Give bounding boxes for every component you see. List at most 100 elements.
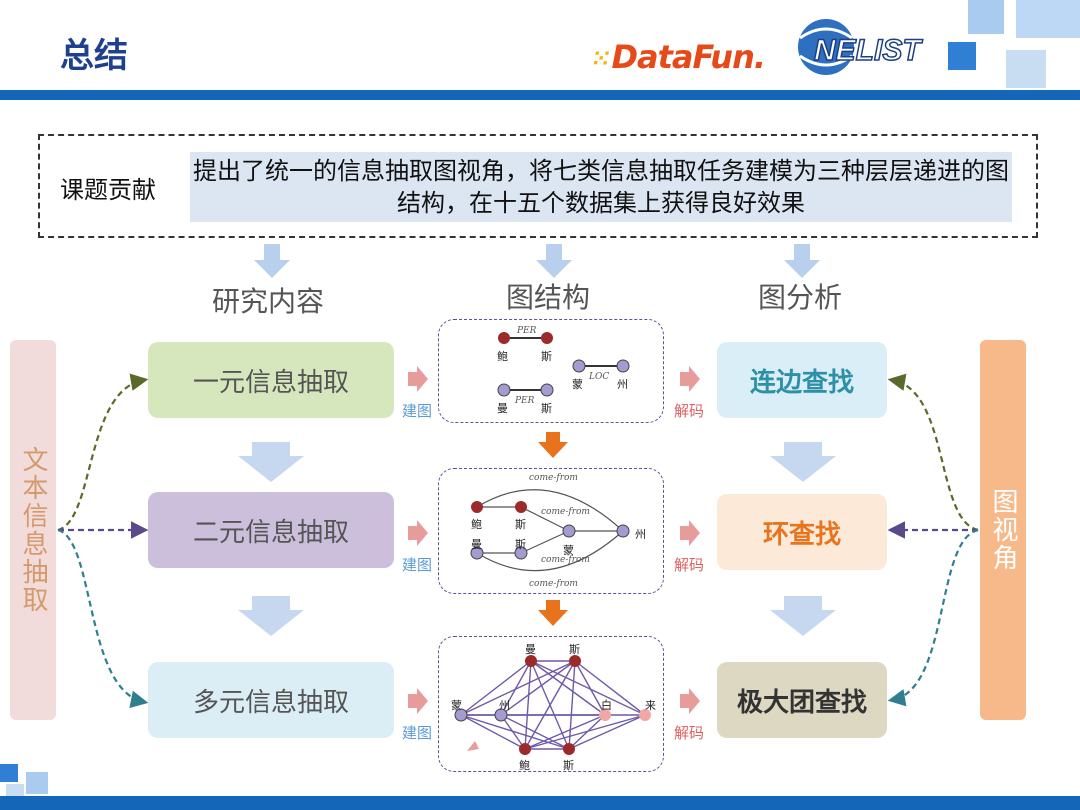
- connector-right-nary: [887, 528, 979, 707]
- result-cycle-search: 环查找: [717, 494, 887, 570]
- relation-label: come-from: [541, 507, 590, 517]
- graph-node: [470, 546, 484, 560]
- task-nary-ie: 多元信息抽取: [148, 662, 394, 738]
- graph-node: [494, 708, 508, 722]
- graph-unary: 鲍 斯 PER 蒙 州 LOC 曼 斯 PER: [438, 319, 664, 423]
- node-label: 来: [645, 699, 656, 712]
- result-edge-search: 连边查找: [717, 342, 887, 418]
- nelist-logo-text: NELIST: [814, 34, 923, 67]
- graph-node: [540, 383, 554, 397]
- graph-node: [569, 655, 581, 667]
- node-label: 斯: [569, 643, 580, 656]
- nelist-logo: NELIST: [798, 19, 924, 75]
- relation-label: come-from: [529, 579, 578, 589]
- result-clique-search: 极大团查找: [717, 662, 887, 738]
- decode-label: 解码: [674, 724, 705, 742]
- orange-down-arrow-icon: [538, 600, 568, 626]
- node-label: 白: [601, 699, 612, 712]
- connector-left-nary: [57, 528, 149, 708]
- down-chevron-icon: [238, 442, 304, 482]
- side-bar-graph-view: 图视角: [980, 340, 1026, 720]
- graph-node: [519, 743, 531, 755]
- down-chevron-icon: [238, 596, 304, 636]
- right-arrow-icon: [680, 688, 700, 714]
- right-arrow-icon: [408, 688, 428, 714]
- graph-node: [599, 709, 611, 721]
- node-label: 斯: [515, 518, 526, 531]
- node-label: 斯: [541, 402, 552, 415]
- connector-right-unary: [887, 373, 979, 532]
- decor-square: [948, 42, 976, 70]
- decode-label: 解码: [674, 556, 705, 574]
- contribution-frame: [38, 134, 1038, 238]
- node-label: 斯: [563, 759, 574, 772]
- graph-node: [562, 524, 576, 538]
- decor-square: [26, 772, 48, 794]
- graph-node: [498, 332, 510, 344]
- footer-rule: [0, 796, 1080, 810]
- header-rule: [0, 90, 1080, 100]
- decode-label: 解码: [674, 402, 705, 420]
- node-label: 曼: [497, 402, 508, 415]
- column-heading-structure: 图结构: [506, 281, 591, 314]
- relation-label: LOC: [589, 372, 610, 382]
- graph-nary: 曼 斯 蒙 州 白 来 鲍 斯: [438, 636, 664, 772]
- column-heading-analysis: 图分析: [758, 281, 843, 314]
- datafun-dots-icon: ⁙: [592, 46, 610, 72]
- graph-node: [454, 708, 468, 722]
- graph-node: [541, 332, 553, 344]
- task-unary-ie: 一元信息抽取: [148, 342, 394, 418]
- node-label: 斯: [515, 538, 526, 551]
- down-arrow-icon: [536, 244, 572, 278]
- node-label: 鲍: [471, 518, 482, 531]
- graph-node: [525, 655, 537, 667]
- node-label: 曼: [525, 643, 536, 656]
- build-label: 建图: [402, 724, 433, 742]
- right-arrow-icon: [680, 366, 700, 392]
- node-label: 斯: [541, 350, 552, 363]
- graph-node: [515, 501, 527, 513]
- graph-binary: 鲍 斯 曼 斯 蒙 州 come-from come-from come-fro…: [438, 468, 664, 594]
- relation-label: come-from: [529, 473, 578, 483]
- graph-node: [572, 359, 586, 373]
- graph-node: [563, 743, 575, 755]
- node-label: 州: [617, 378, 628, 391]
- task-binary-ie: 二元信息抽取: [148, 492, 394, 568]
- contribution-text: 提出了统一的信息抽取图视角，将七类信息抽取任务建模为三种层层递进的图结构，在十五…: [190, 152, 1012, 222]
- right-arrow-icon: [408, 366, 428, 392]
- node-label: 曼: [471, 538, 482, 551]
- relation-label: PER: [515, 396, 535, 406]
- relation-label: PER: [517, 326, 537, 336]
- column-heading-research: 研究内容: [212, 285, 325, 318]
- build-label: 建图: [402, 402, 433, 420]
- right-arrow-icon: [408, 520, 428, 546]
- graph-node: [616, 524, 630, 538]
- decor-square: [6, 784, 24, 798]
- node-label: 鲍: [519, 759, 530, 772]
- page-title: 总结: [60, 36, 128, 76]
- decor-square: [1006, 50, 1046, 88]
- node-label: 蒙: [563, 544, 574, 557]
- datafun-logo: ⁙DataFun.: [592, 38, 766, 76]
- datafun-logo-text: DataFun.: [611, 38, 766, 76]
- down-chevron-icon: [770, 596, 836, 636]
- decor-square: [0, 764, 18, 782]
- graph-node: [471, 501, 483, 513]
- right-arrow-icon: [680, 520, 700, 546]
- graph-node: [616, 359, 630, 373]
- build-label: 建图: [402, 556, 433, 574]
- node-label: 鲍: [497, 350, 508, 363]
- decor-square: [1016, 0, 1080, 38]
- relation-label: come-from: [541, 555, 590, 565]
- side-bar-text-ie: 文本信息抽取: [10, 340, 56, 720]
- down-arrow-icon: [784, 244, 820, 278]
- connector-left-unary: [57, 373, 149, 532]
- node-label: 蒙: [572, 378, 583, 391]
- orange-down-arrow-icon: [538, 432, 568, 458]
- graph-node: [497, 383, 511, 397]
- down-arrow-icon: [254, 244, 290, 278]
- node-label: 蒙: [451, 699, 462, 712]
- graph-node: [639, 709, 651, 721]
- node-label: 州: [635, 528, 646, 541]
- node-label: 州: [499, 699, 510, 712]
